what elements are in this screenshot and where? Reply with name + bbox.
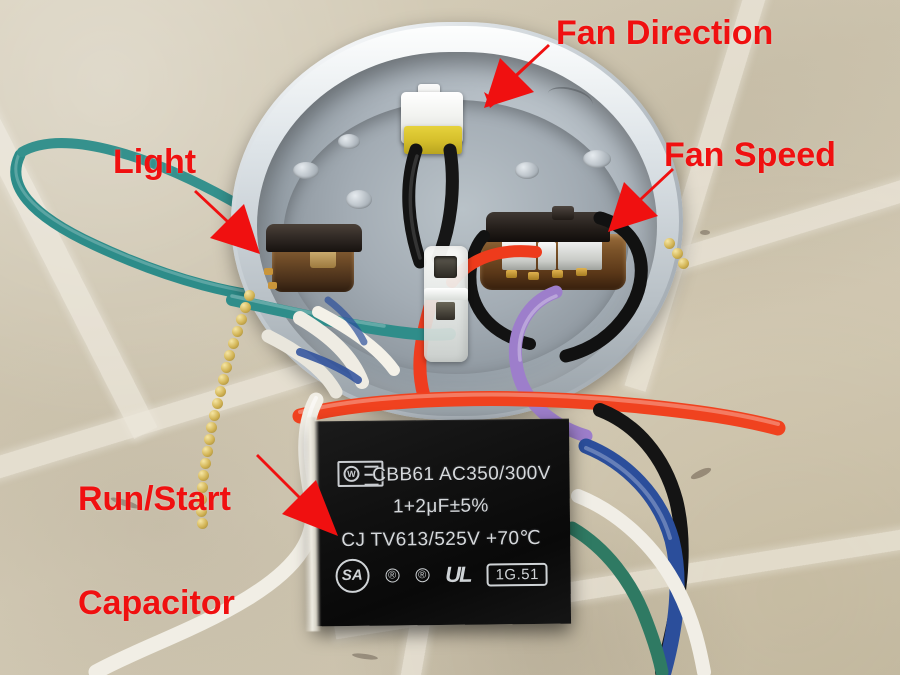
housing-dimple bbox=[338, 134, 360, 149]
capacitor-spec-line-1: CBB61 AC350/300V bbox=[372, 462, 551, 486]
spade-connector-socket bbox=[436, 302, 455, 320]
floor-speck bbox=[689, 465, 713, 482]
speed-switch-terminal bbox=[552, 270, 563, 278]
light-switch-terminal bbox=[268, 282, 277, 289]
capacitor-spec-line-3: CJ TV613/525V +70℃ bbox=[341, 527, 542, 552]
capacitor-lot-code: 1G.51 bbox=[486, 562, 549, 587]
annotation-label-capacitor-line-2: Capacitor bbox=[78, 584, 235, 623]
speed-switch-contact-plate bbox=[502, 240, 536, 270]
light-switch-terminal bbox=[264, 268, 273, 275]
light-pull-chain-switch[interactable] bbox=[264, 224, 362, 296]
floor-speck bbox=[700, 230, 710, 235]
housing-dimple bbox=[515, 162, 539, 179]
speed-switch-terminal bbox=[528, 272, 539, 280]
ul-mark-icon: UL bbox=[445, 561, 471, 587]
spade-connector-socket bbox=[434, 256, 457, 278]
floor-speck bbox=[351, 652, 379, 661]
registered-mark-icon-2: ® bbox=[415, 568, 430, 583]
annotation-label-capacitor-line-1: Run/Start bbox=[78, 480, 231, 519]
direction-switch-terminal bbox=[449, 145, 454, 150]
speed-switch-terminal bbox=[576, 268, 587, 276]
speed-switch-cap bbox=[486, 212, 610, 242]
registered-mark-icon: ® bbox=[385, 568, 400, 583]
capacitor-spec-line-2: 1+2μF±5% bbox=[392, 495, 489, 518]
spade-connector-band bbox=[424, 288, 468, 300]
annotation-label-fan-speed: Fan Speed bbox=[664, 136, 836, 174]
capacitor-certification-marks: SA ® ® UL 1G.51 bbox=[312, 557, 570, 594]
fan-speed-pull-chain-switch[interactable] bbox=[480, 206, 632, 298]
housing-dimple bbox=[293, 162, 319, 179]
light-switch-cap bbox=[266, 224, 362, 252]
speed-switch-contact-plate bbox=[538, 242, 556, 270]
spade-connector[interactable] bbox=[424, 246, 468, 362]
speed-switch-actuator[interactable] bbox=[552, 206, 574, 220]
capacitor-epoxy-seam bbox=[302, 417, 322, 632]
annotation-label-run-start-capacitor: Run/Start Capacitor bbox=[78, 413, 235, 675]
direction-switch-terminal bbox=[412, 146, 417, 151]
speed-switch-terminal bbox=[506, 270, 517, 278]
annotation-label-light: Light bbox=[113, 143, 197, 181]
run-start-capacitor[interactable]: W CBB61 AC350/300V 1+2μF±5% CJ TV613/525… bbox=[302, 417, 572, 632]
housing-dimple bbox=[346, 190, 372, 209]
grout-line bbox=[0, 0, 158, 439]
csa-mark-icon: SA bbox=[335, 558, 370, 594]
housing-dimple bbox=[583, 150, 611, 168]
annotation-label-fan-direction: Fan Direction bbox=[556, 14, 774, 52]
